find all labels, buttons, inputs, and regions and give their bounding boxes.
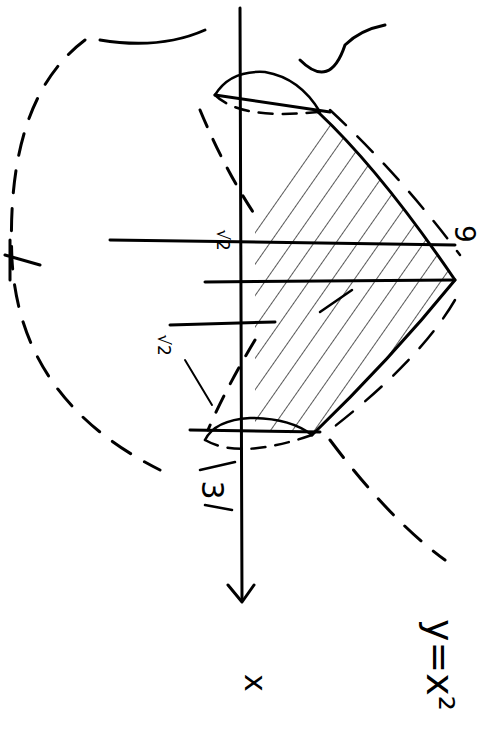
axis-label: x [240, 674, 270, 692]
value-label: 9 [450, 225, 478, 243]
curve-label: y=x² [421, 619, 459, 711]
curve [312, 112, 455, 435]
dimension-label: √2 [155, 334, 172, 356]
hatched-region [250, 100, 465, 445]
axis-arrow [228, 585, 254, 602]
dimension-label: √2 [214, 229, 231, 251]
value-label: 3 [197, 480, 227, 499]
x-axis [240, 8, 242, 600]
